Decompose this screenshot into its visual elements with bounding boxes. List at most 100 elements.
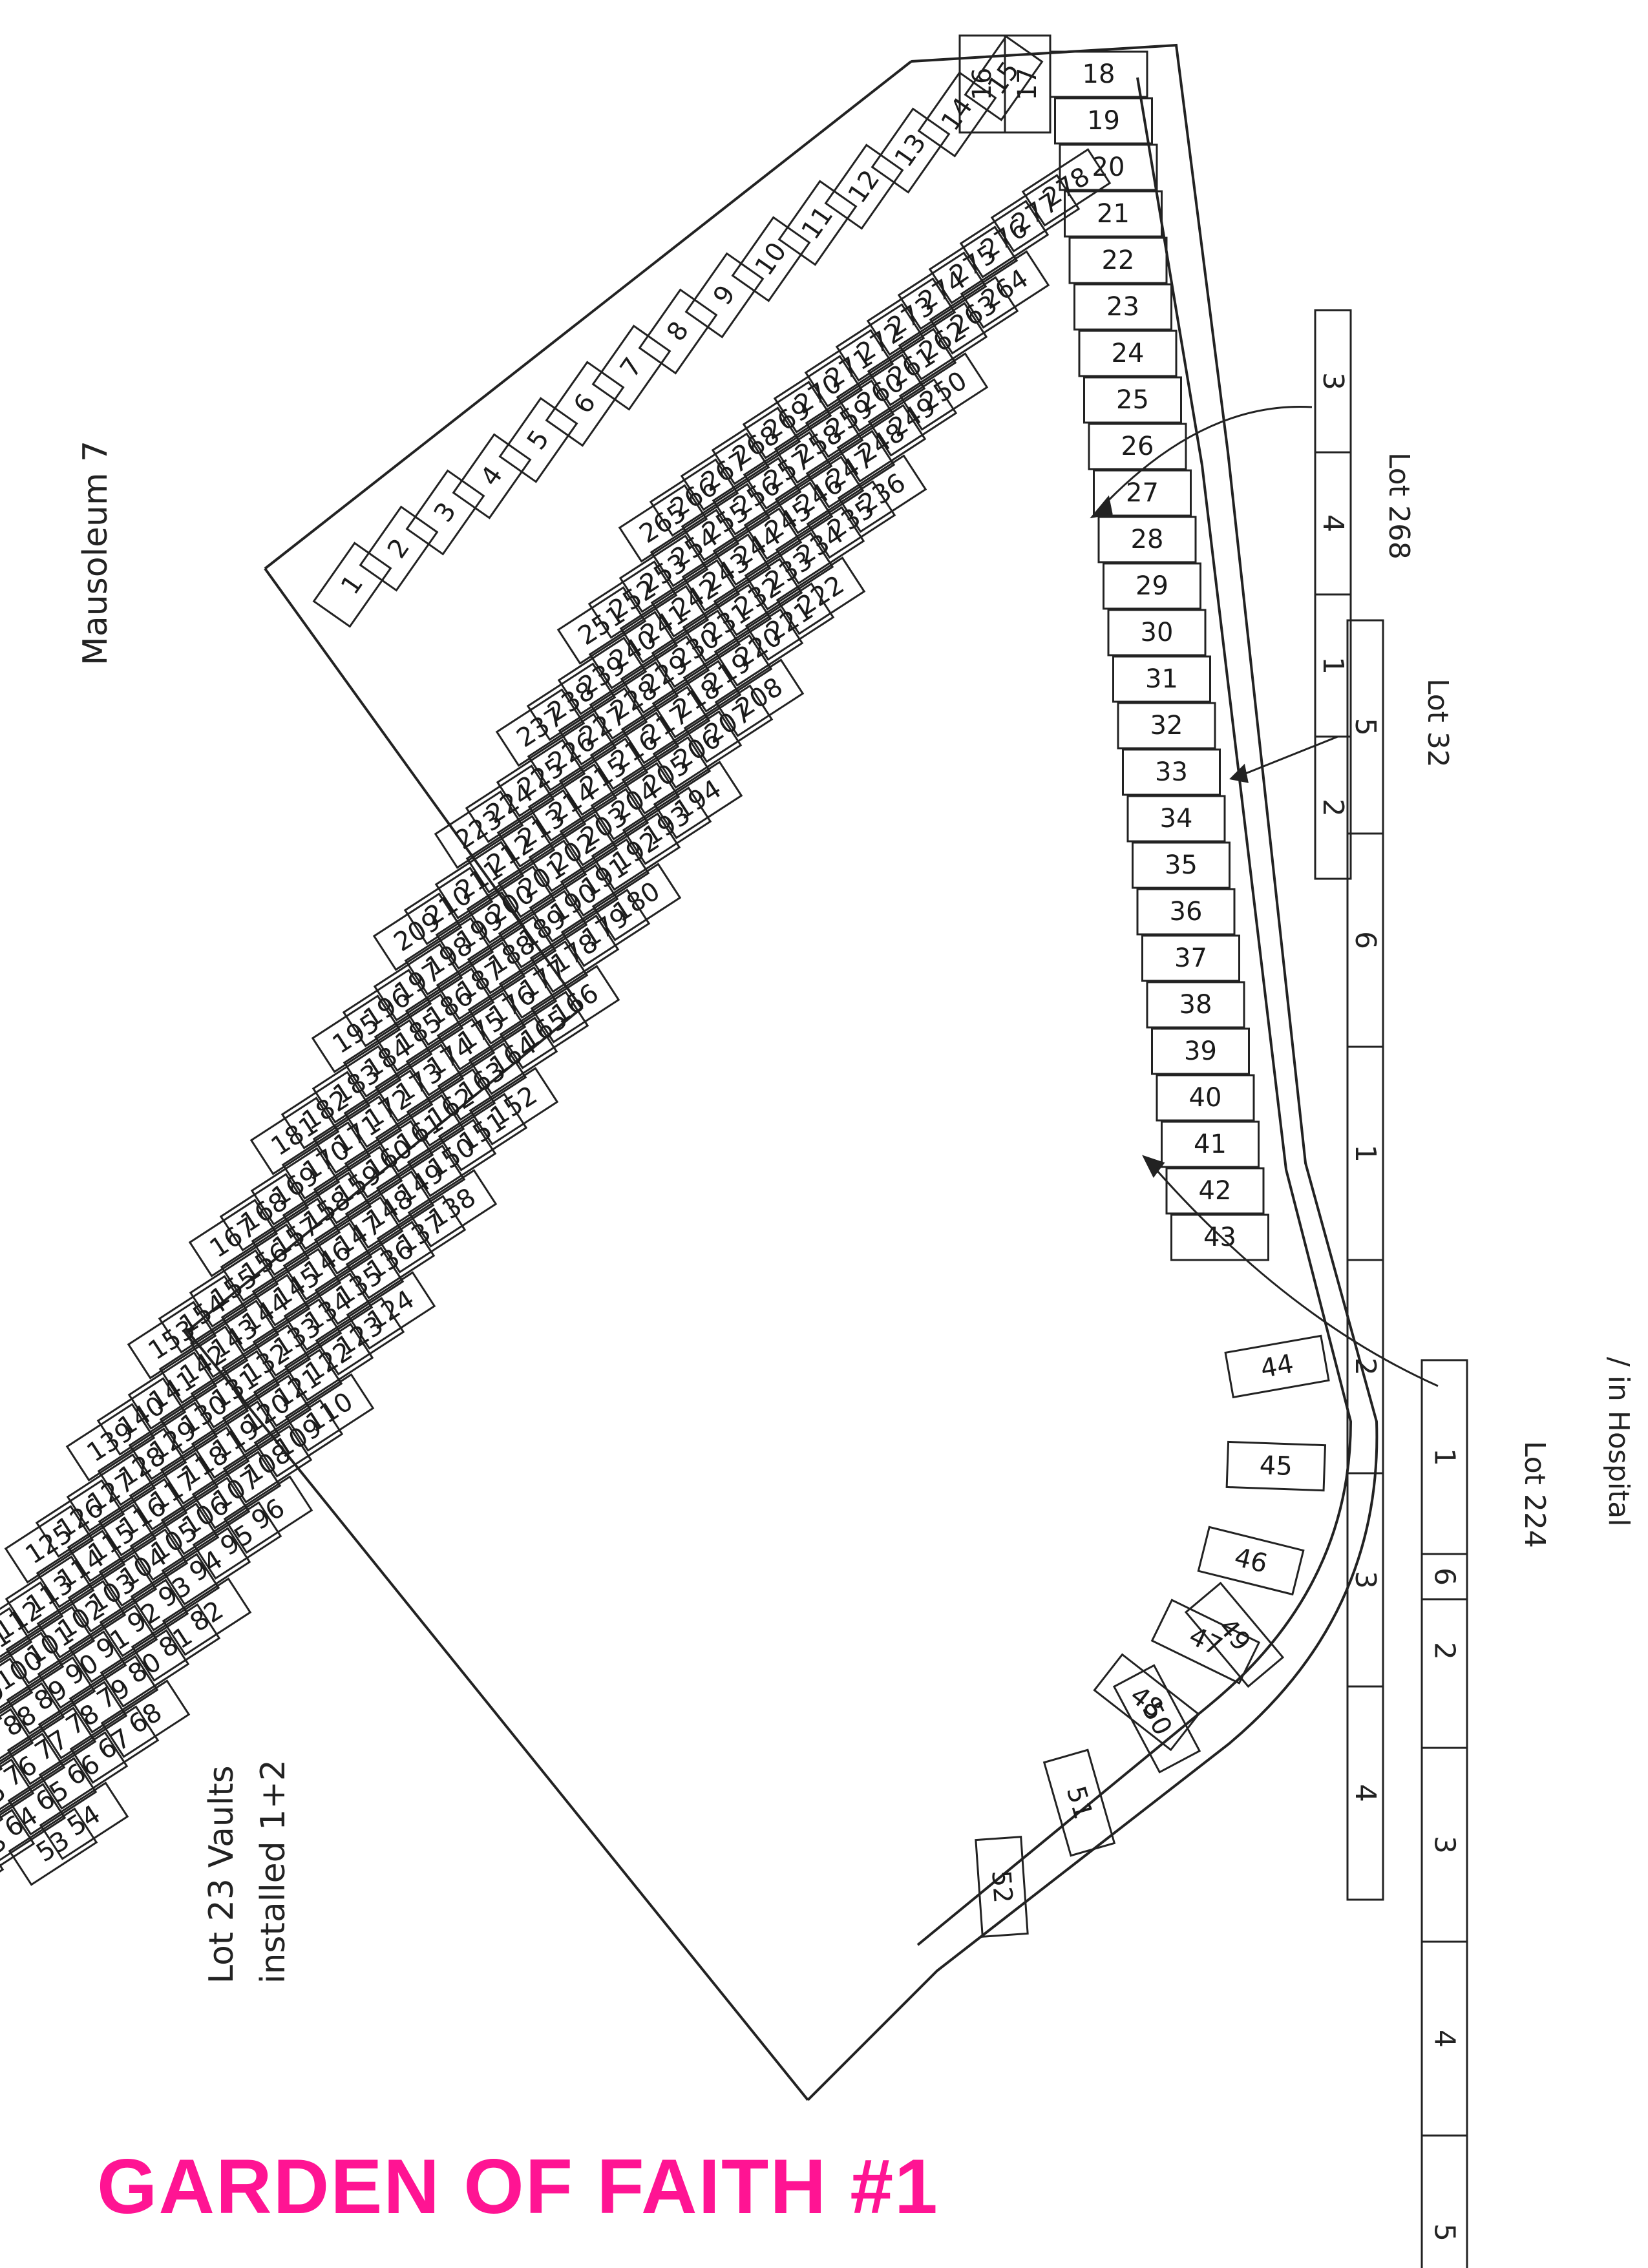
lot-box [467,966,558,1045]
lot-box [1224,1334,1330,1399]
lot-box [1117,702,1216,750]
lot-7: 7 [591,324,671,411]
lot-box [867,378,958,457]
arrowhead-lot268 [1090,495,1113,519]
lot-box [188,1199,279,1277]
lot-box [684,252,765,339]
lot-number: 52 [986,1869,1017,1904]
lot-box [189,1299,280,1378]
lot-19: 19 [1054,97,1153,145]
lot-34: 34 [1126,795,1226,843]
lot-box [312,1045,402,1124]
lot-box [222,1425,313,1504]
lot-box [406,1068,496,1147]
lot-box [162,1577,252,1656]
lot-box [313,1146,403,1224]
lot-box [1161,1120,1260,1168]
lot-40: 40 [1156,1074,1255,1122]
lot-box [253,1399,344,1478]
lot-box [35,1479,125,1558]
detail-cell-label: 5 [1349,718,1382,736]
lot-box [0,1581,64,1660]
lot-box [619,585,710,664]
lot-number: 20 [1092,152,1125,182]
lot-box [37,1630,127,1709]
lot-box [1103,562,1201,610]
lot-number: 7 [615,352,648,383]
lot-box [806,480,896,559]
lot-box [1054,97,1153,145]
lot-box [252,1298,343,1377]
lot-number: 46 [1231,1542,1271,1579]
lot-box [745,582,835,661]
lot-box [100,1629,190,1708]
lot-number: 30 [1141,618,1174,647]
lot-box [6,1656,96,1735]
lot-26: 26 [1088,423,1187,470]
lot-39: 39 [1151,1027,1250,1075]
lot-box [7,1757,98,1836]
lot-box [0,1657,34,1736]
lot32-label: Lot 32 [1421,678,1454,768]
mausoleum-label: Mausoleum 7 [76,441,115,666]
lot-box [127,1301,217,1380]
lot-box [650,559,741,638]
lot-box [434,790,524,869]
detail-cell-label: 1 [1428,1448,1461,1466]
lot-36: 36 [1136,888,1236,936]
lot-box [527,763,618,842]
detail-cell-label: 5 [1428,2223,1461,2242]
lot-box [650,509,740,587]
lot-43: 43 [1170,1213,1269,1261]
lot-box [498,890,588,969]
lot-box [376,1195,467,1274]
lot268-label: Lot 268 [1382,452,1415,560]
lot-box [1165,1167,1265,1215]
lot-box [191,1400,281,1479]
lot-box [1132,841,1231,889]
lot-box [100,1679,191,1758]
lot-box [560,888,651,967]
lot-box [129,1502,220,1581]
lot-box [375,1144,466,1223]
lot-box [38,1731,129,1810]
lot-box [313,1196,404,1275]
lot-box [0,1732,66,1811]
lot-box [681,533,772,612]
lot-box [1225,1440,1327,1492]
lot-box [1097,516,1197,563]
lot-box [711,406,801,485]
lot-box [499,991,589,1069]
lot-box [556,586,647,665]
lot-box [69,1705,160,1784]
annotation-mausoleum: Mausoleum 7 [76,441,115,666]
lot-box [714,658,805,737]
lot-box [1122,748,1221,796]
detail-cell-extra-label: 6 [1428,1568,1461,1586]
lot-box [651,660,742,739]
lot-box [559,788,650,866]
lot-number: 27 [1126,478,1159,508]
lot-box [1042,1748,1116,1857]
lot-box [744,532,834,611]
lot-box [1150,1599,1261,1685]
lot-box [68,1604,158,1683]
lot-box [160,1426,250,1505]
lot-box [621,736,712,815]
lot-box [804,329,894,408]
lot-box [346,1271,436,1350]
annotation-lot268: Lot 268 [1382,452,1415,560]
lot-33: 33 [1122,748,1221,796]
lot-number: 3 [428,497,462,527]
lot-number: 31 [1145,664,1178,694]
lot-box [638,288,718,375]
lot-box [990,174,1081,253]
lot-box [1141,934,1240,982]
lot-box [192,1501,282,1580]
detail-cell-label: 1 [1316,656,1349,675]
lot-number: 51 [1061,1783,1098,1823]
lot-box [96,1377,187,1456]
lot-box [159,1376,249,1454]
